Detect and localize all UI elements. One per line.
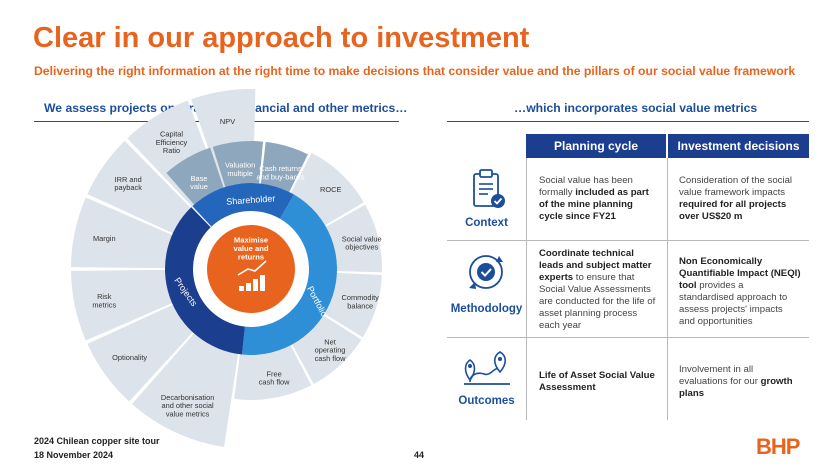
segment-valuation-multiple — [212, 140, 264, 187]
segment-label-roce: ROCE — [320, 185, 341, 194]
right-heading-rule — [447, 121, 809, 122]
row-label-outcomes: Outcomes — [458, 395, 515, 407]
segment-risk-metrics — [71, 269, 173, 341]
table-divider — [526, 158, 527, 420]
cell-outcomes-planning: Life of Asset Social Value Assessment — [539, 370, 655, 393]
cell-context-investment: Consideration of the social value framew… — [679, 175, 793, 222]
cell-context-planning: Social value has been formally included … — [539, 175, 649, 222]
ring-shareholder — [191, 183, 294, 228]
growth-chart-icon — [237, 260, 267, 291]
bhp-logo: BHP — [756, 434, 800, 459]
segment-label-npv: NPV — [220, 117, 235, 126]
ring-portfolio — [242, 194, 337, 355]
col-header-investment: Investment decisions — [668, 134, 809, 158]
footer-date: 18 November 2024 — [34, 450, 114, 460]
table-divider — [447, 337, 809, 338]
segment-margin — [71, 197, 173, 269]
page-title: Clear in our approach to investment — [33, 22, 530, 54]
row-label-methodology: Methodology — [450, 303, 523, 315]
cell-outcomes-investment: Involvement in all evaluations for our g… — [679, 364, 793, 399]
center-circle — [207, 225, 295, 313]
cycle-check-icon — [469, 255, 503, 289]
table-divider — [667, 158, 668, 420]
cell-methodology-investment: Non Economically Quantifiable Impact (NE… — [679, 256, 801, 327]
footer-event: 2024 Chilean copper site tour — [34, 436, 160, 446]
segment-net-operating-cash-flow — [292, 315, 362, 385]
segment-optionality — [87, 304, 193, 402]
segment-label-margin: Margin — [93, 234, 116, 243]
segment-decarbonisation — [131, 333, 239, 447]
cell-methodology-planning: Coordinate technical leads and subject m… — [539, 248, 656, 331]
row-label-context: Context — [465, 217, 508, 229]
clipboard-check-icon — [473, 169, 505, 208]
right-heading: …which incorporates social value metrics — [514, 101, 758, 115]
page-number: 44 — [414, 450, 425, 460]
segment-roce — [290, 152, 364, 226]
segment-social-value-objectives — [325, 204, 382, 273]
segment-base-value — [166, 147, 224, 205]
ring-projects — [164, 207, 245, 355]
segment-free-cash-flow — [234, 345, 312, 400]
segment-commodity-balance — [324, 272, 382, 338]
col-header-planning: Planning cycle — [526, 134, 666, 158]
table-divider — [447, 240, 809, 241]
ring-label-shareholder: Shareholder — [226, 193, 276, 206]
segment-irr-payback — [87, 140, 191, 234]
page-subtitle: Delivering the right information at the … — [34, 64, 796, 78]
route-pins-icon — [464, 351, 510, 385]
segment-label-optionality: Optionality — [112, 353, 147, 362]
segment-cash-returns — [260, 141, 308, 192]
